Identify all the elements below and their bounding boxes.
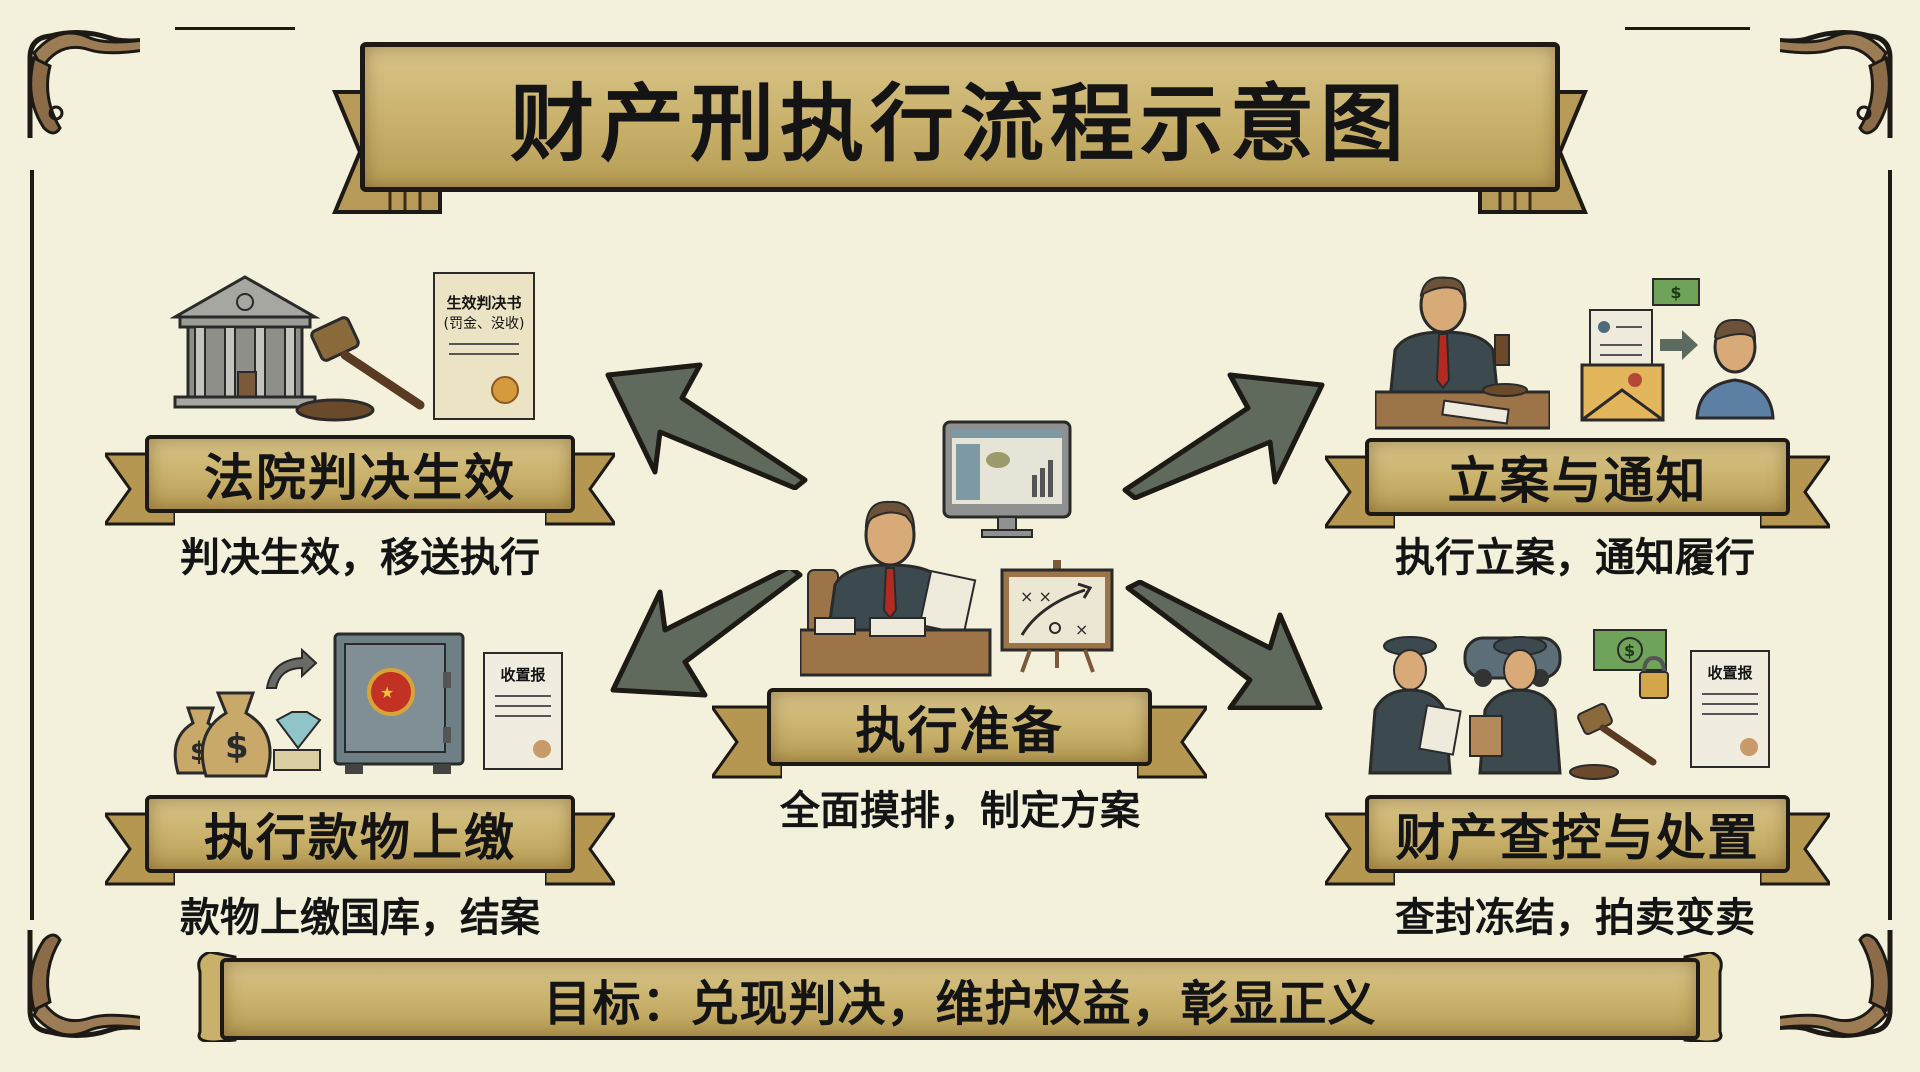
- envelope-notice-icon: [1580, 309, 1665, 422]
- step-subtitle: 全面摸排，制定方案: [780, 788, 1140, 834]
- banner-payment-turnover: 执行款物上缴: [105, 795, 615, 886]
- banner-court-judgment: 法院判决生效: [105, 435, 615, 526]
- goal-text: 目标：兑现判决，维护权益，彰显正义: [543, 976, 1377, 1032]
- goal-banner: 目标：兑现判决，维护权益，彰显正义: [190, 952, 1730, 1042]
- banner-execution-prep: 执行准备: [712, 688, 1207, 779]
- step-label: 立案与通知: [1447, 452, 1708, 510]
- seal-icon: [1740, 738, 1758, 756]
- receipt-icon: 收置报: [1690, 650, 1770, 768]
- page-title: 财产刑执行流程示意图: [509, 74, 1410, 173]
- receipt-icon: 收置报: [483, 652, 563, 770]
- arrow-down-left-icon: [610, 570, 803, 698]
- diamond-icon: [273, 711, 322, 771]
- computer-monitor-icon: [942, 420, 1072, 538]
- seal-icon: [533, 740, 551, 758]
- document-subtitle: (罚金、没收): [443, 316, 525, 332]
- frame-top-right-line: [1625, 27, 1750, 30]
- money-bags-icon: $ $: [173, 691, 272, 778]
- step-subtitle: 判决生效，移送执行: [180, 535, 540, 581]
- safe-with-emblem-icon: ★: [333, 632, 465, 774]
- person-icon: [1695, 318, 1775, 420]
- strategy-easel-icon: × × ×: [1000, 560, 1114, 673]
- courthouse-icon: [170, 275, 320, 409]
- frame-top-left-line: [175, 27, 295, 30]
- curved-arrow-icon: [265, 648, 318, 689]
- gavel-icon: [1569, 703, 1657, 780]
- receipt-title: 收置报: [1707, 664, 1753, 682]
- officers-icon: [1368, 636, 1562, 775]
- step-subtitle: 款物上缴国库，结案: [180, 895, 540, 941]
- step-subtitle: 执行立案，通知履行: [1395, 535, 1755, 581]
- step-label: 法院判决生效: [204, 449, 516, 507]
- banner-asset-control: 财产查控与处置: [1325, 795, 1830, 886]
- judgment-document-icon: 生效判决书 (罚金、没收): [433, 272, 535, 420]
- step-subtitle: 查封冻结，拍卖变卖: [1395, 895, 1755, 941]
- svg-text:× ×: × ×: [1020, 587, 1052, 606]
- ornament-corner-bottom-left-icon: [27, 930, 140, 1039]
- judge-stamping-icon: [1375, 276, 1550, 430]
- arrow-up-right-icon: [1122, 372, 1325, 500]
- ornament-corner-top-left-icon: [27, 30, 140, 138]
- ornament-corner-top-right-icon: [1780, 29, 1893, 138]
- svg-text:★: ★: [380, 683, 394, 702]
- locked-money-icon: $: [1593, 629, 1669, 699]
- frame-right-line: [1888, 170, 1892, 920]
- frame-left-line: [30, 170, 34, 920]
- arrow-up-left-icon: [605, 362, 808, 490]
- svg-text:×: ×: [1075, 620, 1088, 639]
- step-label: 执行款物上缴: [204, 809, 516, 867]
- svg-text:$: $: [225, 727, 249, 767]
- step-label: 财产查控与处置: [1395, 809, 1760, 867]
- judge-at-desk-icon: [800, 500, 992, 677]
- banner-filing-notification: 立案与通知: [1325, 438, 1830, 529]
- step-label: 执行准备: [855, 702, 1064, 760]
- ornament-corner-bottom-right-icon: [1780, 930, 1893, 1039]
- title-banner: 财产刑执行流程示意图: [330, 42, 1590, 214]
- gavel-icon: [295, 316, 425, 422]
- document-title: 生效判决书: [446, 294, 522, 312]
- arrow-down-right-icon: [1125, 580, 1323, 710]
- seal-ribbon-icon: [491, 376, 519, 404]
- svg-text:$: $: [1624, 641, 1635, 660]
- arrow-right-icon: [1660, 330, 1698, 360]
- banknote-icon: $: [1652, 278, 1700, 306]
- receipt-title: 收置报: [500, 666, 546, 684]
